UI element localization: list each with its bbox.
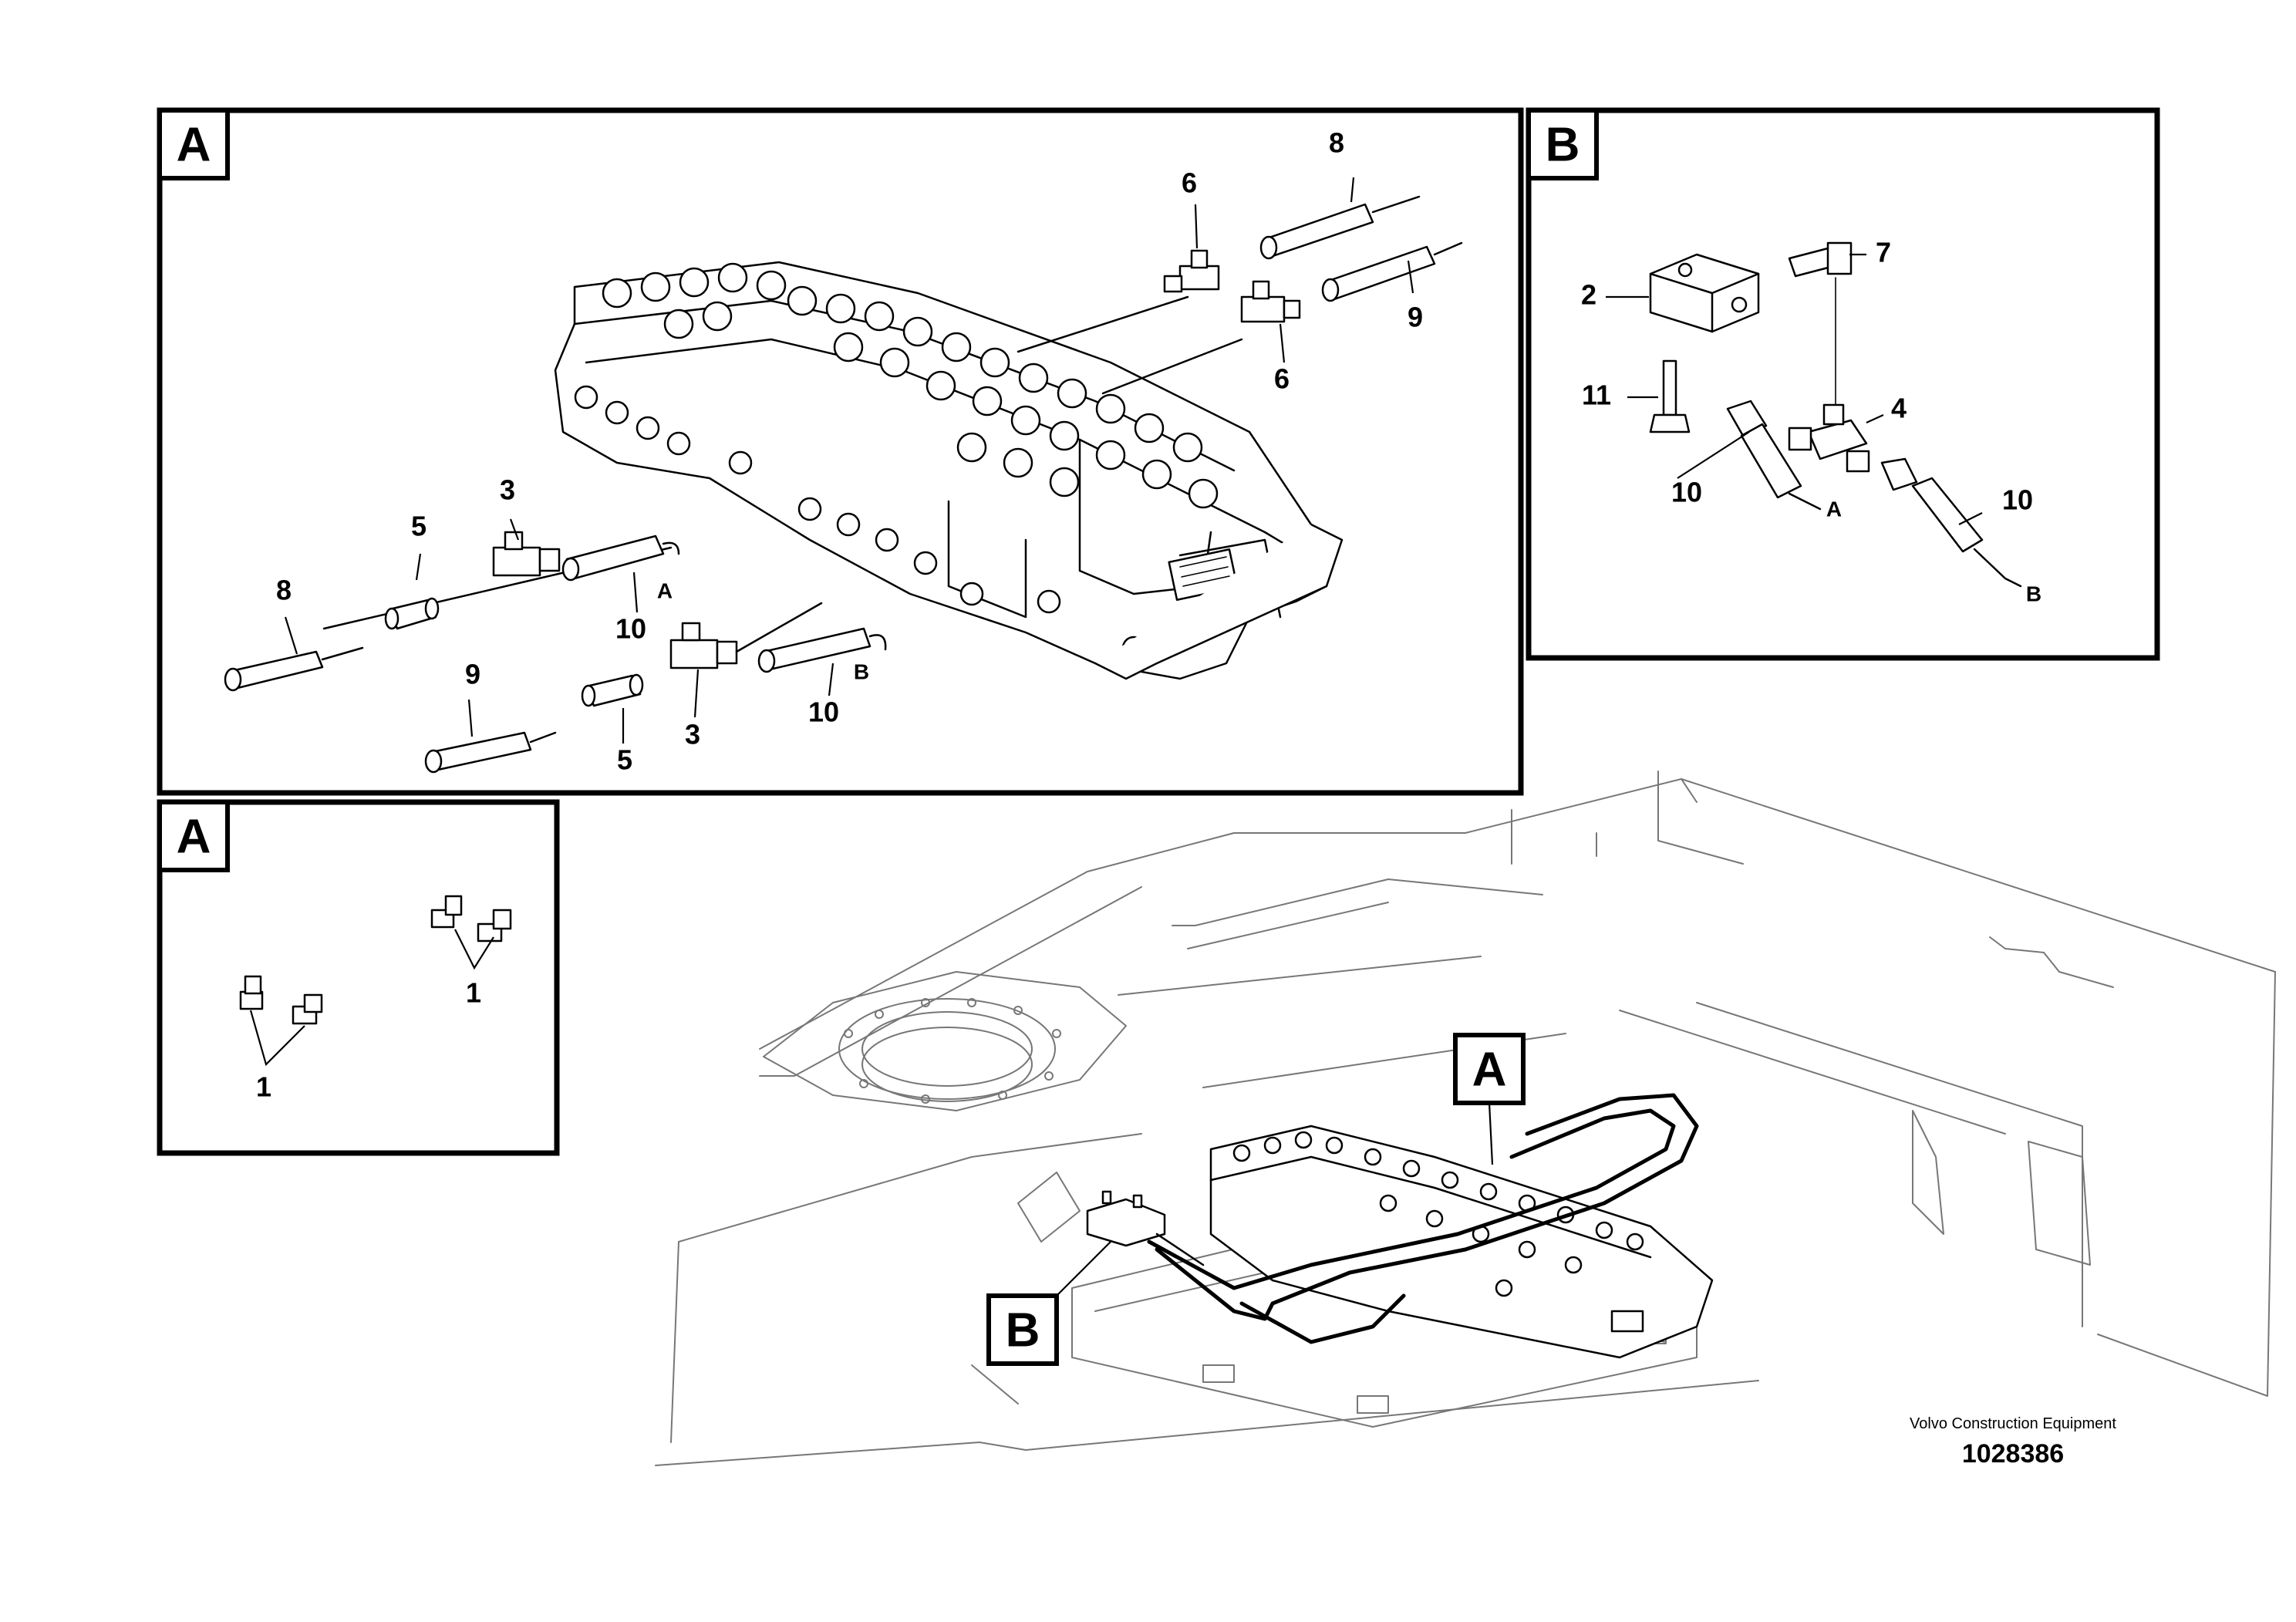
callout-6-lower: 6 [1274, 363, 1290, 395]
upper-hose-assembly [224, 531, 680, 692]
callout-8-right: 8 [1329, 127, 1344, 159]
upper-frame-structure [655, 771, 2276, 1466]
bolt-11 [1649, 359, 1691, 433]
callout-10-left: 10 [1671, 477, 1702, 508]
upper-tee-fitting [492, 531, 561, 577]
lower-hose-assembly [424, 602, 887, 774]
elbow-fittings-left-pair [239, 975, 323, 1025]
elbow-fittings-right-pair [430, 895, 512, 943]
overview-control-valve [1209, 1125, 1714, 1359]
detail-a-tag-box [157, 108, 230, 180]
lower-right-tee [1240, 280, 1301, 323]
callout-10-upper: 10 [615, 613, 646, 645]
callout-10-lower: 10 [808, 696, 839, 728]
callout-2: 2 [1581, 279, 1596, 311]
detail-b-leaders [1606, 253, 1983, 525]
hose-10-right [1880, 457, 2022, 588]
lower-hose-10 [757, 627, 887, 673]
callout-8-left: 8 [276, 575, 292, 606]
lower-swivel-connector [581, 673, 644, 707]
callout-5-upper: 5 [411, 511, 426, 542]
callout-3-lower: 3 [685, 719, 700, 750]
valve-bolt-heads [602, 262, 1219, 509]
callout-6-upper: 6 [1182, 167, 1197, 199]
upper-swivel-connector [384, 597, 440, 630]
drawing-number: 1028386 [1961, 1439, 2065, 1469]
callout-11: 11 [1582, 379, 1611, 411]
callout-5-lower: 5 [617, 744, 632, 776]
detail-a-frame [157, 107, 1524, 796]
overview-junction-block [1086, 1190, 1166, 1247]
swing-bearing-ring [763, 971, 1127, 1111]
callout-7: 7 [1876, 237, 1891, 268]
upper-hose-10 [561, 534, 680, 582]
mounting-block-2 [1649, 253, 1760, 333]
company-name: Volvo Construction Equipment [1910, 1415, 2116, 1432]
detail-a-leaders [284, 177, 1414, 744]
detail-b-tag: B [1546, 119, 1580, 172]
lower-tee-fitting [669, 622, 738, 669]
callout-4: 4 [1891, 393, 1907, 424]
port-label-a: A [1826, 497, 1842, 521]
callout-1-right: 1 [466, 977, 481, 1009]
overview-hydraulic-hoses [1147, 1093, 1699, 1344]
callout-9-left: 9 [465, 659, 480, 690]
port-label-b: B [2026, 582, 2041, 605]
detail-a-small-leaders [249, 929, 494, 1067]
port-label-a: A [657, 578, 673, 602]
detail-a-tag: A [177, 119, 211, 172]
detail-a-top-view: A [157, 107, 1524, 796]
detail-b-view: B [1526, 107, 2160, 661]
upper-right-tee [1163, 249, 1220, 293]
overview-tag-b-box [986, 1293, 1059, 1366]
callout-9-right: 9 [1408, 302, 1423, 333]
callout-1-left: 1 [256, 1071, 271, 1103]
detail-a-small-view: A 1 1 [157, 799, 560, 1156]
elbow-fitting-7 [1788, 241, 1853, 406]
control-valve-block [554, 261, 1344, 680]
callout-10-right: 10 [2002, 484, 2033, 516]
hose-10-left [1726, 400, 1822, 511]
overview-tag-a-box [1453, 1033, 1526, 1105]
right-hose-assembly [1017, 195, 1463, 395]
detail-a-small-tag-box [157, 800, 230, 872]
drawing-footer: Volvo Construction Equipment 1028386 [1897, 1415, 2129, 1469]
port-label-b: B [854, 659, 869, 683]
callout-3-upper: 3 [500, 474, 515, 506]
detail-b-frame [1526, 107, 2160, 661]
tee-fitting-4 [1788, 403, 1870, 473]
detail-a-small-frame [157, 799, 560, 1156]
overview-view: A B [655, 771, 2276, 1466]
overview-tag-b: B [1006, 1304, 1040, 1357]
detail-b-tag-box [1526, 108, 1599, 180]
overview-tag-a: A [1472, 1044, 1507, 1097]
detail-a-small-tag: A [177, 811, 211, 864]
